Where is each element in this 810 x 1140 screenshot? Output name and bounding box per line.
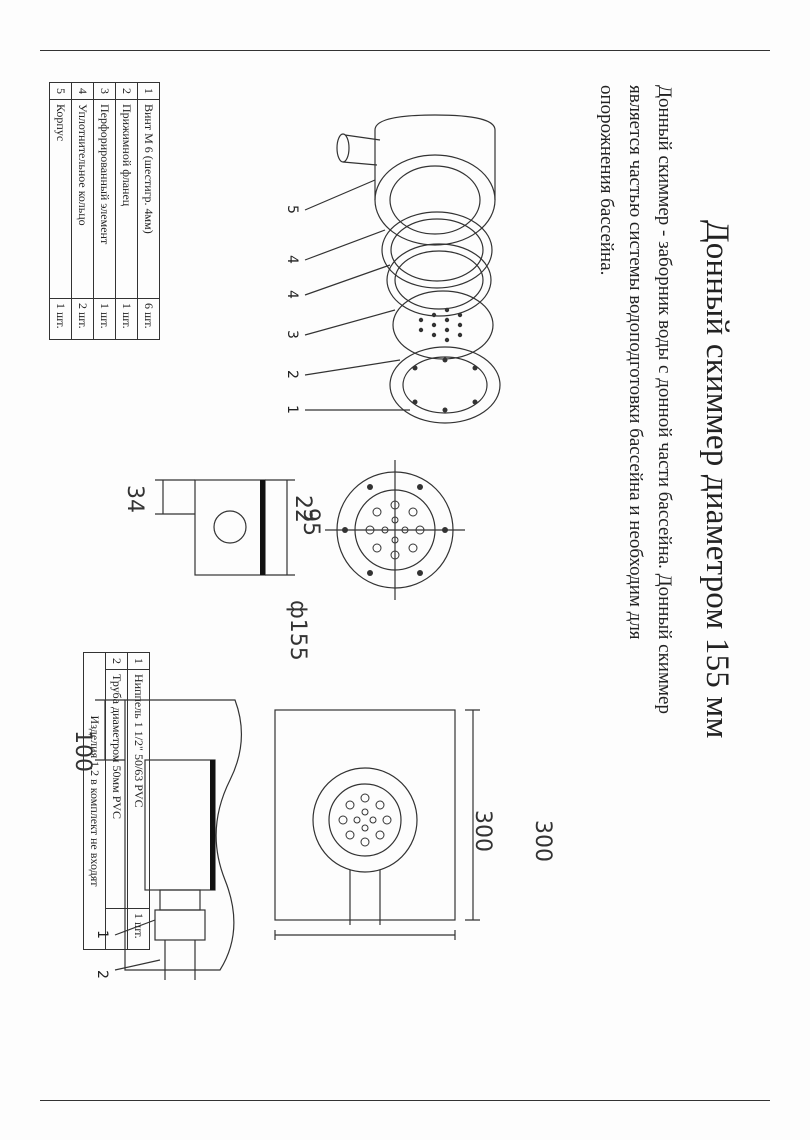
install-section-drawing: [95, 699, 242, 980]
dim-side-offset: 34: [122, 485, 147, 513]
plate-view-drawing: [274, 709, 480, 940]
top-rule: [40, 50, 770, 51]
install-callout-1: 1: [94, 930, 110, 939]
callout-3: 3: [284, 330, 300, 339]
description-line-1: Донный скиммер - заборник воды с донной …: [654, 85, 675, 714]
dim-depth: 100: [70, 730, 95, 772]
install-callout-2: 2: [94, 970, 110, 979]
callout-5: 5: [284, 205, 300, 214]
rotated-sheet: Донный скиммер диаметром 155 мм Донный с…: [25, 40, 785, 1100]
callout-2: 2: [284, 370, 300, 379]
dim-diameter: ф155: [285, 600, 310, 661]
description-line-3: опорожнения бассейна.: [596, 85, 617, 276]
callout-4a: 4: [284, 255, 300, 264]
dim-plate-width: 300: [470, 810, 495, 852]
bottom-rule: [40, 1100, 770, 1101]
dim-plate-height: 300: [530, 820, 555, 862]
exploded-view-drawing: [304, 114, 501, 424]
front-view-drawing: [325, 460, 465, 600]
description-line-2: является частью системы водоподготовки б…: [625, 85, 646, 640]
side-view-drawing: [155, 479, 295, 576]
callout-4b: 4: [284, 290, 300, 299]
callout-1: 1: [284, 405, 300, 414]
page-title: Донный скиммер диаметром 155 мм: [699, 220, 735, 739]
dim-front-offset: 22: [290, 495, 315, 523]
